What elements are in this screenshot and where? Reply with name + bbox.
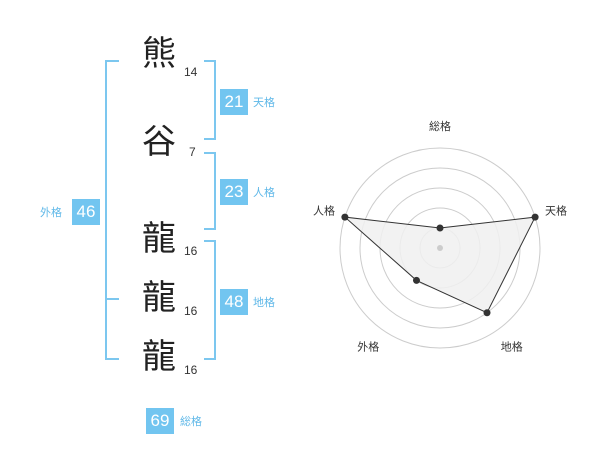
radar-axis-label-4: 外格 [357,340,379,354]
radar-point-5 [341,213,349,221]
jinkaku-value-badge: 23 [220,179,248,205]
gaikaku-value-badge: 46 [72,199,100,225]
radar-point-4 [412,276,420,284]
radar-axis-label-5: 人格 [313,203,335,217]
soukaku-value-badge: 69 [146,408,174,434]
stroke-count-5: 16 [184,363,198,377]
soukaku-label: 総格 [180,415,202,428]
name-char-3: 龍 [142,219,176,259]
name-char-4: 龍 [142,278,176,318]
gaikaku-label: 外格 [40,206,62,219]
gaikaku-bracket [105,60,119,360]
radar-point-1 [436,224,444,232]
stroke-count-4: 16 [184,304,198,318]
tenkaku-bracket [204,60,216,140]
chikaku-value-badge: 48 [220,289,248,315]
name-char-5: 龍 [142,337,176,377]
stroke-count-2: 7 [189,145,196,159]
gaikaku-bracket-mid [105,298,119,300]
jinkaku-bracket [204,152,216,230]
stroke-count-3: 16 [184,244,198,258]
tenkaku-label: 天格 [253,96,275,109]
jinkaku-label: 人格 [253,186,275,199]
tenkaku-value-badge: 21 [220,89,248,115]
radar-point-2 [531,213,539,221]
radar-axis-label-1: 総格 [429,119,451,133]
name-char-2: 谷 [142,122,176,162]
chikaku-label: 地格 [253,296,275,309]
chikaku-bracket [204,240,216,360]
radar-point-3 [483,309,491,317]
radar-axis-label-2: 天格 [545,203,567,217]
name-char-1: 熊 [142,34,176,74]
radar-grid-ring-5 [339,147,541,349]
radar-axis-label-3: 地格 [501,340,523,354]
stroke-count-1: 14 [184,65,198,79]
radar-center-dot [437,245,443,251]
radar-series-polygon [343,216,536,314]
